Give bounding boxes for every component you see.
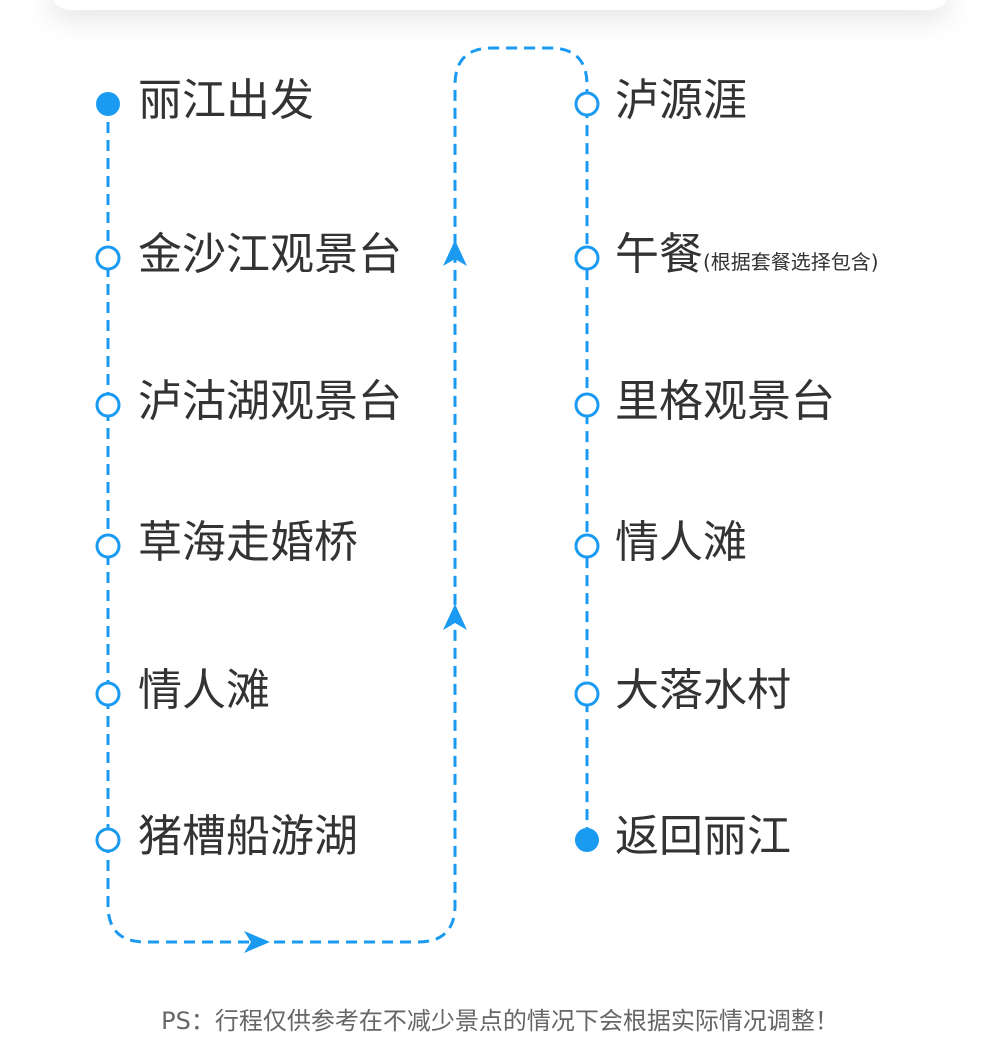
footer-note: PS：行程仅供参考在不减少景点的情况下会根据实际情况调整！ <box>161 1007 839 1035</box>
stop-label: 泸源涯 <box>615 75 747 126</box>
arrow-up-icon <box>443 604 467 630</box>
route-dashed-line <box>106 46 589 944</box>
stop-marker-hollow <box>95 681 121 707</box>
stop-right: 情人滩 <box>615 521 747 565</box>
stop-right: 大落水村 <box>615 669 791 713</box>
stop-marker-hollow <box>95 392 121 418</box>
stop-label: 大落水村 <box>615 665 791 716</box>
stop-left: 丽江出发 <box>138 79 314 123</box>
stop-label: 草海走婚桥 <box>138 517 358 568</box>
stop-marker-hollow <box>95 245 121 271</box>
stop-label: 泸沽湖观景台 <box>138 376 402 427</box>
stop-left: 金沙江观景台 <box>138 233 402 277</box>
stop-marker-hollow <box>574 91 600 117</box>
stop-label: 情人滩 <box>615 517 747 568</box>
stop-marker-hollow <box>574 533 600 559</box>
stop-label: 里格观景台 <box>615 376 835 427</box>
top-card <box>50 0 950 10</box>
stop-marker-hollow <box>574 245 600 271</box>
stop-marker-filled <box>575 828 599 852</box>
arrow-right-icon <box>244 931 270 953</box>
stop-label: 午餐 <box>615 229 703 280</box>
stop-right: 里格观景台 <box>615 380 835 424</box>
stop-marker-hollow <box>95 533 121 559</box>
stop-label: 猪槽船游湖 <box>138 811 358 862</box>
stop-label: 金沙江观景台 <box>138 229 402 280</box>
stop-left: 泸沽湖观景台 <box>138 380 402 424</box>
stop-marker-hollow <box>95 827 121 853</box>
stop-left: 情人滩 <box>138 669 270 713</box>
stop-right: 泸源涯 <box>615 79 747 123</box>
stop-right: 返回丽江 <box>615 815 791 859</box>
stop-label: 丽江出发 <box>138 75 314 126</box>
stop-label: 返回丽江 <box>615 811 791 862</box>
arrow-up-icon <box>443 240 467 266</box>
stop-marker-hollow <box>574 681 600 707</box>
stop-marker-filled <box>96 92 120 116</box>
stop-marker-hollow <box>574 392 600 418</box>
stop-left: 草海走婚桥 <box>138 521 358 565</box>
stop-label: 情人滩 <box>138 665 270 716</box>
stop-right: 午餐(根据套餐选择包含) <box>615 233 879 277</box>
stop-note: (根据套餐选择包含) <box>703 250 879 274</box>
stop-left: 猪槽船游湖 <box>138 815 358 859</box>
